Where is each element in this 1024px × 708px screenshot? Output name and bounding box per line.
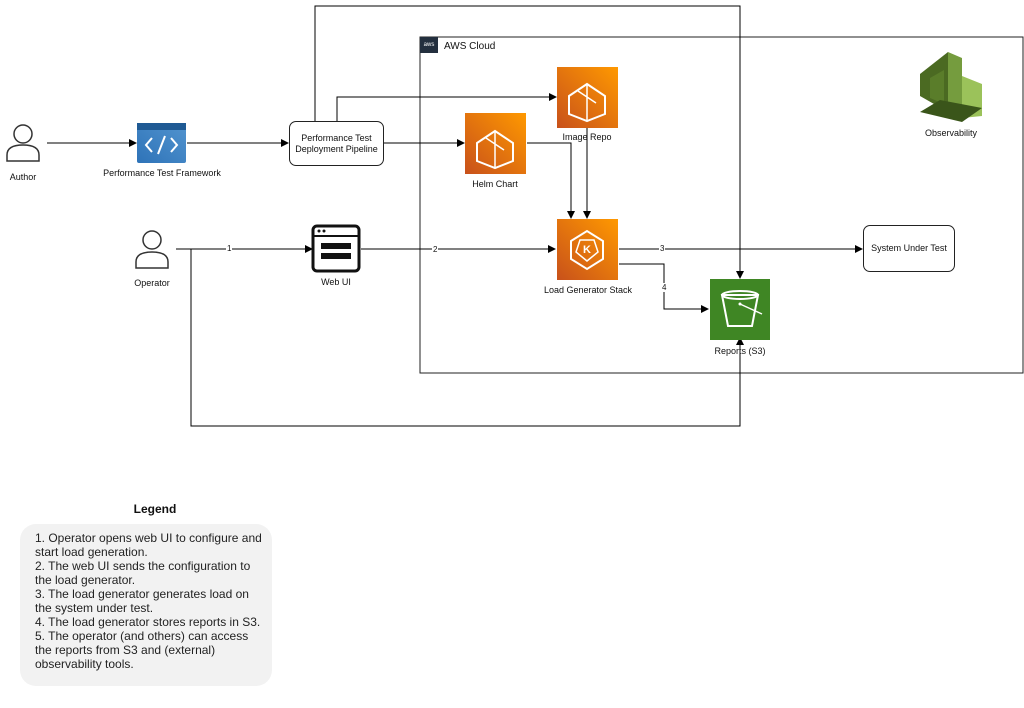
helm-chart-icon <box>465 113 526 174</box>
image-repo-icon <box>557 67 618 128</box>
step-4-label: 4 <box>661 283 668 292</box>
author-person-icon <box>6 124 40 162</box>
operator-label: Operator <box>134 278 170 288</box>
reports-label: Reports (S3) <box>714 346 766 356</box>
legend-item: 5. The operator (and others) can access … <box>35 629 249 671</box>
pipeline-to-reports-line <box>314 5 744 279</box>
image-repo-label: Image Repo <box>562 132 612 142</box>
s3-bucket-icon <box>710 279 770 340</box>
step-3-label: 3 <box>659 244 666 253</box>
operator-to-reports-line <box>190 249 744 427</box>
pipeline-box[interactable]: Performance Test Deployment Pipeline <box>289 121 384 166</box>
framework-label: Performance Test Framework <box>103 168 221 178</box>
cloudwatch-icon <box>920 52 982 122</box>
legend-box: 1. Operator opens web UI to configure an… <box>20 524 272 686</box>
legend-item: 3. The load generator generates load on … <box>35 587 249 615</box>
legend-item: 2. The web UI sends the configuration to… <box>35 559 251 587</box>
edge-pipeline-imagerepo <box>336 93 557 121</box>
step-1-label: 1 <box>226 244 233 253</box>
code-icon <box>137 123 186 163</box>
svg-text:K: K <box>583 244 591 256</box>
pipeline-label-line1: Performance Test <box>301 132 372 143</box>
legend-title: Legend <box>133 502 177 516</box>
kubernetes-icon: K <box>557 219 618 280</box>
web-ui-label: Web UI <box>321 277 351 287</box>
operator-person-icon <box>135 230 169 269</box>
aws-logo: aws <box>420 37 438 53</box>
author-label: Author <box>9 172 37 182</box>
step-2-label: 2 <box>432 245 439 254</box>
edge-helm-loadgen <box>527 142 575 219</box>
observability-label: Observability <box>924 128 978 138</box>
system-under-test-box[interactable]: System Under Test <box>863 225 955 272</box>
legend-item: 4. The load generator stores reports in … <box>35 615 261 629</box>
browser-window-icon <box>311 224 361 273</box>
legend-item: 1. Operator opens web UI to configure an… <box>35 531 262 559</box>
aws-cloud-label: AWS Cloud <box>444 41 496 52</box>
load-generator-label: Load Generator Stack <box>543 285 633 295</box>
helm-chart-label: Helm Chart <box>472 179 518 189</box>
sut-label: System Under Test <box>871 243 947 253</box>
pipeline-label-line2: Deployment Pipeline <box>295 143 378 154</box>
aws-cloud-boundary <box>419 36 1024 374</box>
